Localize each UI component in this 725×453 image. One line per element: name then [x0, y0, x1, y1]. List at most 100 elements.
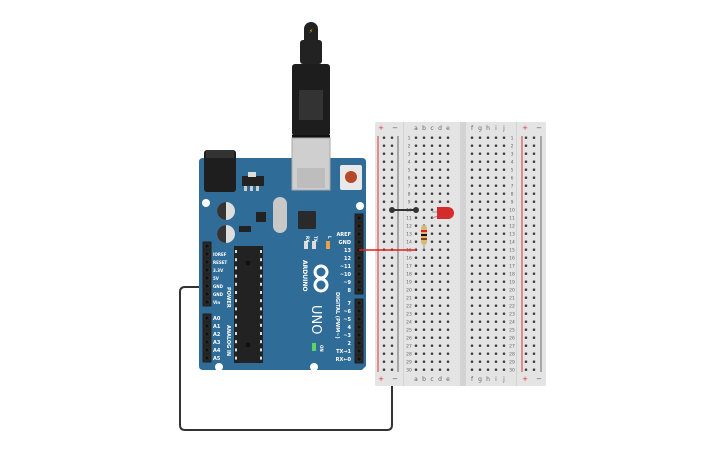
breadboard-hole[interactable] — [438, 160, 442, 163]
breadboard-hole[interactable] — [446, 144, 450, 147]
breadboard-hole[interactable] — [502, 192, 506, 195]
rail-hole[interactable] — [532, 176, 536, 179]
breadboard-hole[interactable] — [478, 312, 482, 316]
rail-hole[interactable] — [524, 336, 528, 340]
breadboard-hole[interactable] — [446, 344, 450, 348]
breadboard-hole[interactable] — [430, 352, 434, 356]
breadboard-hole[interactable] — [446, 176, 450, 179]
breadboard-hole[interactable] — [486, 136, 490, 139]
rail-hole[interactable] — [382, 224, 386, 227]
rail-hole[interactable] — [382, 168, 386, 171]
breadboard-hole[interactable] — [502, 272, 506, 276]
rail-hole[interactable] — [532, 304, 536, 308]
breadboard-hole[interactable] — [486, 280, 490, 284]
breadboard-hole[interactable] — [470, 176, 474, 179]
breadboard-hole[interactable] — [446, 184, 450, 187]
rail-hole[interactable] — [390, 272, 394, 276]
breadboard-hole[interactable] — [438, 344, 442, 348]
header-pin[interactable] — [356, 279, 362, 285]
breadboard-hole[interactable] — [422, 160, 426, 163]
breadboard-hole[interactable] — [486, 240, 490, 243]
breadboard-hole[interactable] — [430, 160, 434, 163]
rail-hole[interactable] — [390, 360, 394, 364]
breadboard-hole[interactable] — [478, 200, 482, 203]
breadboard-hole[interactable] — [438, 248, 442, 251]
breadboard-hole[interactable] — [430, 200, 434, 203]
rail-hole[interactable] — [390, 304, 394, 308]
breadboard-hole[interactable] — [470, 224, 474, 227]
breadboard-hole[interactable] — [494, 280, 498, 284]
breadboard-hole[interactable] — [414, 184, 418, 187]
rail-hole[interactable] — [524, 144, 528, 147]
rail-hole[interactable] — [524, 328, 528, 332]
breadboard-hole[interactable] — [446, 136, 450, 139]
rail-hole[interactable] — [524, 344, 528, 348]
breadboard-hole[interactable] — [486, 360, 490, 364]
rail-hole[interactable] — [524, 152, 528, 155]
breadboard-hole[interactable] — [502, 232, 506, 235]
breadboard-hole[interactable] — [422, 176, 426, 179]
breadboard-hole[interactable] — [470, 168, 474, 171]
header-pin[interactable] — [356, 340, 362, 346]
rail-hole[interactable] — [382, 136, 386, 139]
rail-hole[interactable] — [532, 320, 536, 324]
rail-hole[interactable] — [382, 360, 386, 364]
breadboard-hole[interactable] — [494, 328, 498, 332]
rail-hole[interactable] — [532, 240, 536, 243]
breadboard-hole[interactable] — [494, 184, 498, 187]
breadboard-hole[interactable] — [414, 272, 418, 276]
breadboard-hole[interactable] — [446, 272, 450, 276]
breadboard-hole[interactable] — [438, 336, 442, 340]
rail-hole[interactable] — [532, 344, 536, 348]
breadboard-hole[interactable] — [502, 328, 506, 332]
breadboard-hole[interactable] — [446, 336, 450, 340]
rail-hole[interactable] — [390, 176, 394, 179]
breadboard-hole[interactable] — [470, 360, 474, 364]
rail-hole[interactable] — [524, 232, 528, 235]
breadboard-hole[interactable] — [494, 304, 498, 308]
breadboard-hole[interactable] — [422, 296, 426, 300]
breadboard-hole[interactable] — [486, 288, 490, 292]
breadboard-hole[interactable] — [486, 224, 490, 227]
header-pin[interactable] — [356, 348, 362, 354]
breadboard-hole[interactable] — [502, 200, 506, 203]
rail-hole[interactable] — [532, 184, 536, 187]
reset-button[interactable] — [340, 165, 362, 190]
breadboard-hole[interactable] — [486, 352, 490, 356]
breadboard-hole[interactable] — [478, 144, 482, 147]
breadboard-hole[interactable] — [478, 240, 482, 243]
breadboard-hole[interactable] — [422, 352, 426, 356]
breadboard-hole[interactable] — [494, 208, 498, 211]
header-pin[interactable] — [204, 339, 210, 345]
breadboard-hole[interactable] — [414, 216, 418, 219]
breadboard-hole[interactable] — [502, 168, 506, 171]
breadboard-hole[interactable] — [422, 344, 426, 348]
rail-hole[interactable] — [524, 136, 528, 139]
breadboard-hole[interactable] — [438, 328, 442, 332]
rail-hole[interactable] — [532, 312, 536, 316]
breadboard-hole[interactable] — [446, 200, 450, 203]
rail-hole[interactable] — [532, 200, 536, 203]
breadboard-hole[interactable] — [438, 288, 442, 292]
breadboard-hole[interactable] — [430, 184, 434, 187]
rail-hole[interactable] — [390, 240, 394, 243]
breadboard-hole[interactable] — [502, 136, 506, 139]
rail-hole[interactable] — [382, 144, 386, 147]
rail-hole[interactable] — [390, 320, 394, 324]
breadboard-hole[interactable] — [478, 184, 482, 187]
rail-hole[interactable] — [524, 360, 528, 364]
breadboard-hole[interactable] — [414, 240, 418, 243]
header-pin[interactable] — [204, 331, 210, 337]
rail-hole[interactable] — [524, 176, 528, 179]
breadboard-hole[interactable] — [470, 248, 474, 251]
rail-hole[interactable] — [524, 200, 528, 203]
breadboard-hole[interactable] — [422, 136, 426, 139]
breadboard-hole[interactable] — [494, 224, 498, 227]
breadboard-hole[interactable] — [486, 176, 490, 179]
breadboard-hole[interactable] — [502, 296, 506, 300]
rail-hole[interactable] — [524, 240, 528, 243]
breadboard-hole[interactable] — [438, 368, 442, 372]
breadboard-hole[interactable] — [414, 144, 418, 147]
breadboard-hole[interactable] — [486, 168, 490, 171]
arduino-uno[interactable]: AREFGND1312~11~10~987~6~54~32TX→1RX←0IOR… — [199, 137, 366, 371]
